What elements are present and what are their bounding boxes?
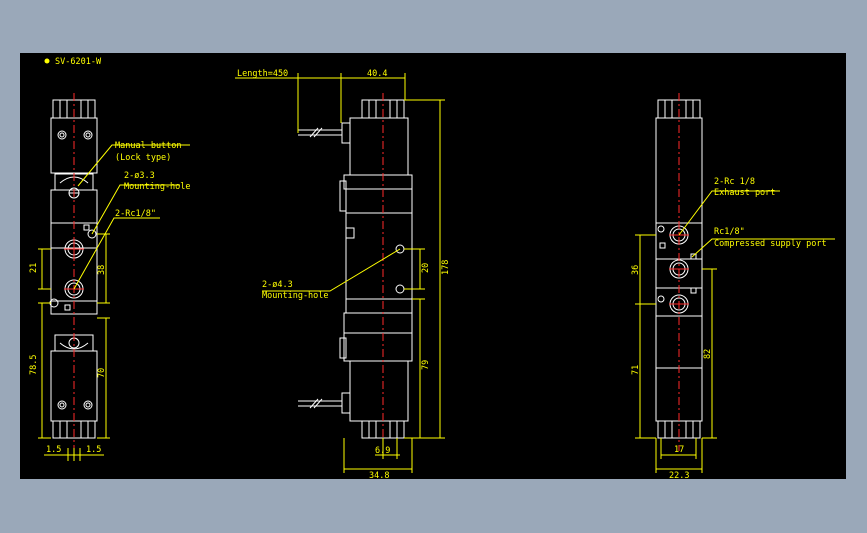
dim-17: 17 (674, 445, 684, 455)
center-mounting-hole-label: Mounting-hole (262, 291, 329, 301)
left-view (38, 93, 190, 461)
drawing-title: SV-6201-W (55, 57, 102, 67)
dim-82: 82 (703, 349, 713, 359)
dim-38: 38 (97, 265, 107, 275)
dim-21: 21 (29, 263, 39, 273)
dim-20: 20 (421, 263, 431, 273)
left-mount-count-label: 2-ø3.3 (124, 171, 155, 181)
supply-port-label: Compressed supply port (714, 239, 827, 249)
dim-6-9: 6.9 (375, 446, 390, 456)
lock-type-label: (Lock type) (115, 153, 171, 163)
left-port-label: 2-Rc1/8" (115, 209, 156, 219)
left-mounting-hole-label: Mounting-hole (124, 182, 191, 192)
center-view (235, 73, 445, 473)
dim-178: 178 (441, 260, 451, 275)
center-mount-count-label: 2-ø4.3 (262, 280, 293, 290)
exhaust-port-label: Exhaust port (714, 188, 775, 198)
dim-78-5: 78.5 (29, 355, 39, 375)
dim-22-3: 22.3 (669, 471, 689, 479)
dim-40-4: 40.4 (367, 69, 387, 79)
dim-1-5-right: 1.5 (86, 445, 101, 455)
dim-36: 36 (631, 265, 641, 275)
cad-drawing: SV-6201-W (29, 57, 835, 479)
length-label: Length=450 (237, 69, 288, 79)
dim-34-8: 34.8 (369, 471, 389, 479)
dim-79: 79 (421, 360, 431, 370)
cad-viewport[interactable]: SV-6201-W (20, 53, 846, 479)
dim-1-5-left: 1.5 (46, 445, 61, 455)
title-bullet-icon (44, 58, 50, 64)
manual-button-label: Manual button (115, 141, 182, 151)
dim-70: 70 (97, 368, 107, 378)
exhaust-count-label: 2-Rc 1/8 (714, 177, 755, 187)
supply-count-label: Rc1/8" (714, 227, 745, 237)
dim-71: 71 (631, 365, 641, 375)
right-view (635, 93, 835, 473)
